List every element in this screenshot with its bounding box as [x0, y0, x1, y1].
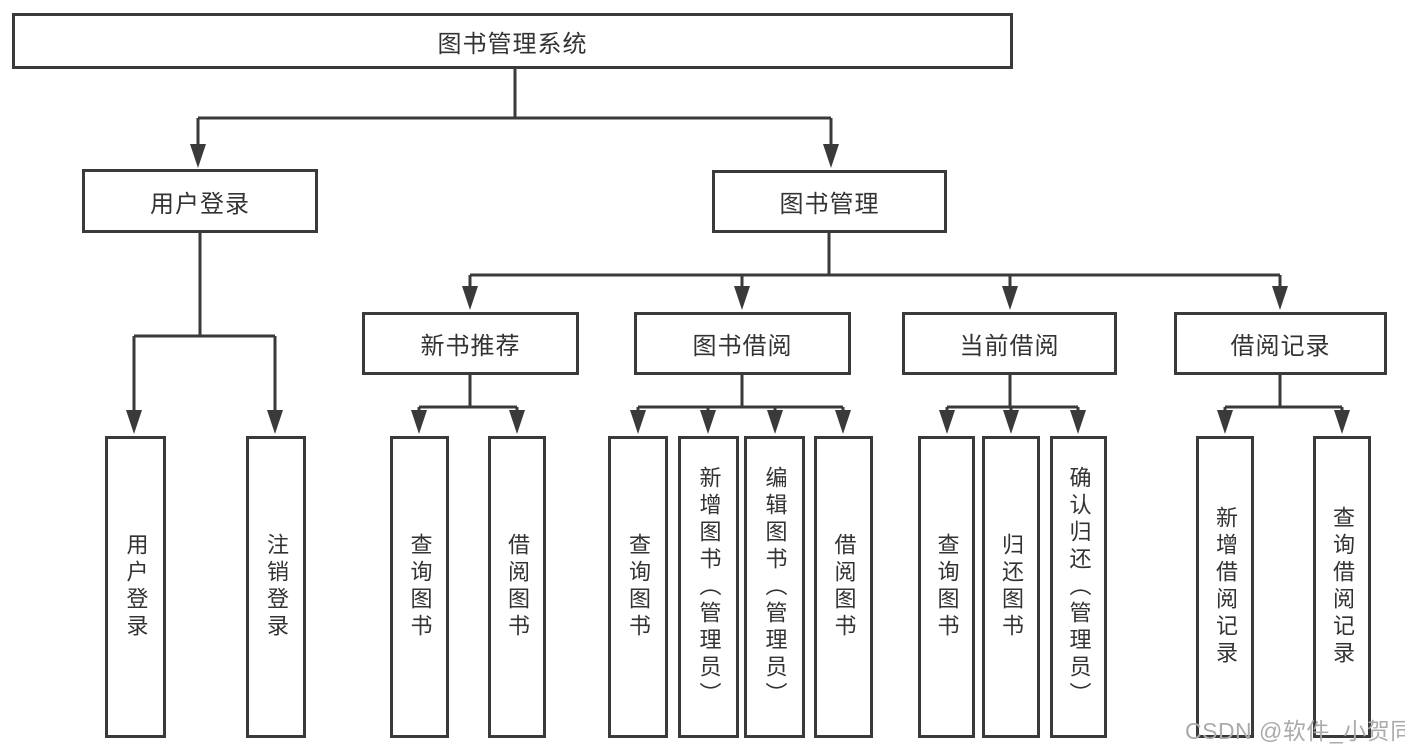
- arrow-icon: [126, 410, 142, 434]
- node-add-books-admin: 新增图书（管理员）: [678, 436, 739, 738]
- arrow-icon: [267, 410, 283, 434]
- node-user-login-leaf: 用户登录: [105, 436, 166, 738]
- node-confirm-return-admin: 确认归还（管理员）: [1050, 436, 1107, 738]
- node-new-book-recommendation: 新书推荐: [362, 312, 579, 375]
- node-book-management: 图书管理: [712, 170, 947, 233]
- node-logout: 注销登录: [246, 436, 306, 738]
- arrow-icon: [1272, 286, 1288, 310]
- node-current-borrowing: 当前借阅: [902, 312, 1117, 375]
- node-query-books: 查询图书: [918, 436, 975, 738]
- csdn-watermark: CSDN @软件_小贺同学: [1185, 718, 1405, 744]
- node-add-borrow-record: 新增借阅记录: [1196, 436, 1254, 738]
- arrow-icon: [939, 410, 955, 434]
- arrow-icon: [630, 410, 646, 434]
- node-user-login: 用户登录: [82, 169, 318, 233]
- arrow-icon: [1003, 410, 1019, 434]
- node-borrow-books: 借阅图书: [814, 436, 873, 738]
- node-library-system: 图书管理系统: [12, 13, 1013, 69]
- arrow-icon: [823, 144, 839, 168]
- node-borrow-books: 借阅图书: [488, 436, 546, 738]
- node-book-borrowing: 图书借阅: [634, 312, 851, 375]
- arrow-icon: [509, 410, 525, 434]
- arrow-icon: [411, 410, 427, 434]
- node-edit-books-admin: 编辑图书（管理员）: [744, 436, 805, 738]
- arrow-icon: [1217, 410, 1233, 434]
- arrow-icon: [462, 286, 478, 310]
- arrow-icon: [1334, 410, 1350, 434]
- arrow-icon: [767, 410, 783, 434]
- node-return-books: 归还图书: [982, 436, 1040, 738]
- arrow-icon: [190, 144, 206, 168]
- arrow-icon: [734, 286, 750, 310]
- arrow-icon: [835, 410, 851, 434]
- arrowheads: [126, 144, 1350, 434]
- node-borrowing-records: 借阅记录: [1174, 312, 1387, 375]
- arrow-icon: [700, 410, 716, 434]
- arrow-icon: [1002, 286, 1018, 310]
- node-query-books: 查询图书: [390, 436, 449, 738]
- node-query-borrow-record: 查询借阅记录: [1313, 436, 1371, 738]
- arrow-icon: [1070, 410, 1086, 434]
- node-query-books: 查询图书: [608, 436, 668, 738]
